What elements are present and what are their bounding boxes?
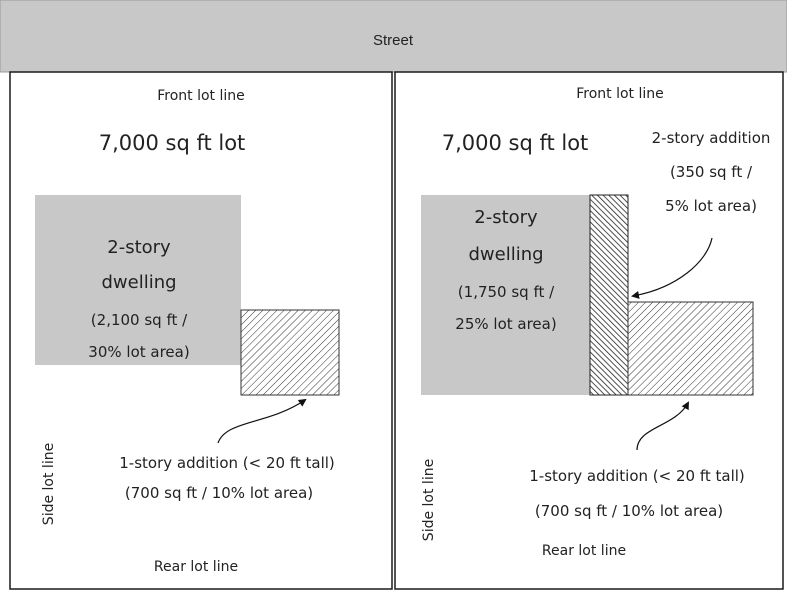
right-dwelling <box>421 195 590 395</box>
right-one-story-addition-line1: 1-story addition (< 20 ft tall) <box>529 467 745 485</box>
right-lot-boundary <box>394 71 784 590</box>
right-dwelling-line1: 2-story <box>474 207 538 228</box>
right-two-story-addition <box>589 194 629 396</box>
left-one-story-addition <box>240 309 340 396</box>
right-front-lot-line-label: Front lot line <box>576 86 664 102</box>
right-dwelling-line4: 25% lot area) <box>455 315 556 333</box>
right-lot: Front lot line 7,000 sq ft lot 2-story d… <box>394 71 784 590</box>
left-dwelling <box>35 195 241 365</box>
left-addition-arrow <box>217 398 307 444</box>
street-label: Street <box>373 32 414 49</box>
left-addition-label-line2: (700 sq ft / 10% lot area) <box>125 484 313 502</box>
right-lot-size-label: 7,000 sq ft lot <box>442 131 589 155</box>
left-dwelling-line3: (2,100 sq ft / <box>91 311 188 329</box>
right-one-story-addition <box>627 301 754 396</box>
right-dwelling-line3: (1,750 sq ft / <box>458 283 555 301</box>
right-side-lot-line-label: Side lot line <box>421 459 437 541</box>
left-dwelling-line1: 2-story <box>107 237 171 258</box>
right-two-story-addition-line3: 5% lot area) <box>665 197 757 215</box>
right-two-story-addition-line1: 2-story addition <box>652 129 771 147</box>
left-rear-lot-line-label: Rear lot line <box>154 559 238 575</box>
left-dwelling-line2: dwelling <box>101 272 176 293</box>
right-rear-lot-line-label: Rear lot line <box>542 543 626 559</box>
right-two-story-addition-line2: (350 sq ft / <box>670 163 753 181</box>
left-front-lot-line-label: Front lot line <box>157 88 245 104</box>
left-lot-size-label: 7,000 sq ft lot <box>99 131 246 155</box>
left-dwelling-line4: 30% lot area) <box>88 343 189 361</box>
right-two-story-arrow <box>631 237 713 299</box>
right-dwelling-line2: dwelling <box>468 244 543 265</box>
right-one-story-arrow <box>636 401 689 451</box>
left-side-lot-line-label: Side lot line <box>41 443 57 525</box>
left-lot-boundary <box>9 71 393 590</box>
street-band <box>0 0 787 73</box>
left-lot: Front lot line 7,000 sq ft lot 2-story d… <box>9 71 393 590</box>
left-addition-label-line1: 1-story addition (< 20 ft tall) <box>119 454 335 472</box>
right-one-story-addition-line2: (700 sq ft / 10% lot area) <box>535 502 723 520</box>
